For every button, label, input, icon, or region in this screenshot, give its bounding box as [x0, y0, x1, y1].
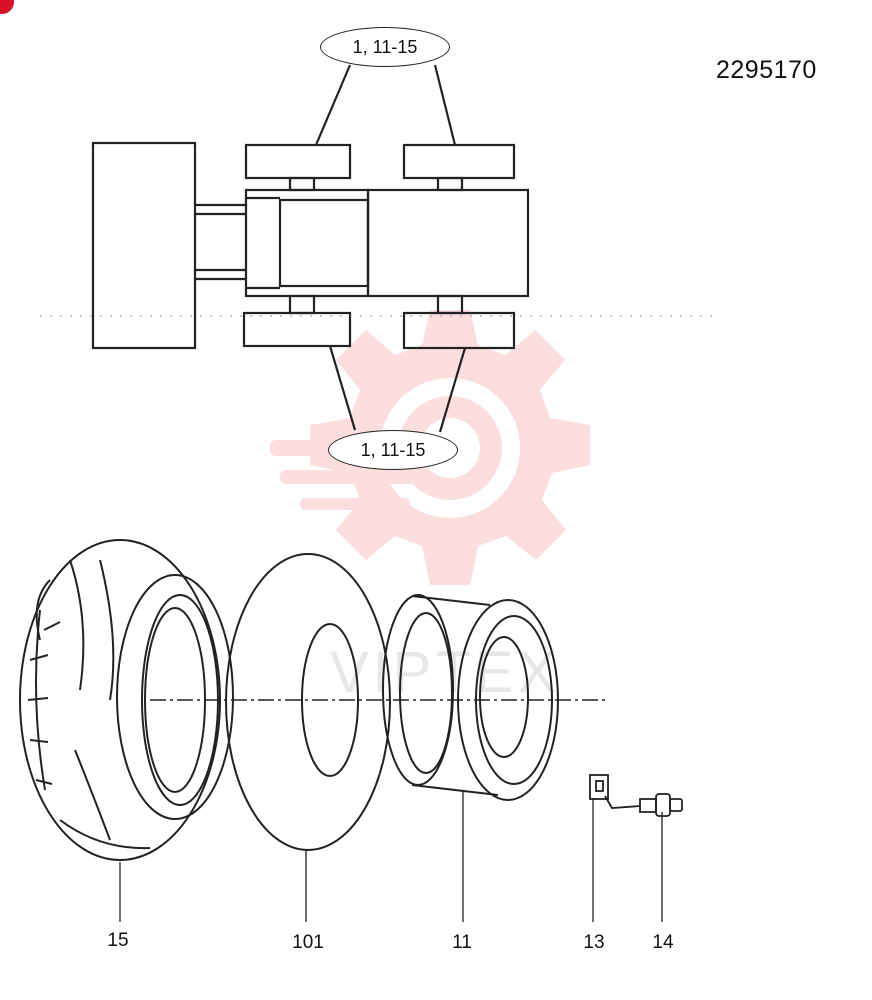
leader-lines: [119, 790, 663, 922]
callout-top: 1, 11-15: [320, 27, 450, 67]
tyre-drawing: [19, 539, 234, 861]
part-number-14: 14: [652, 932, 674, 953]
front-attachment: [91, 141, 197, 350]
rear-frame: [366, 188, 530, 298]
wheel-rear-left: [402, 143, 516, 180]
valve-drawing: [589, 774, 683, 817]
tube-drawing: [225, 553, 391, 851]
part-number-11: 11: [452, 932, 472, 953]
wheel-front-left: [244, 143, 352, 180]
machine-top-view: [91, 64, 530, 433]
part-number-15: 15: [107, 930, 129, 951]
front-frame: [244, 188, 370, 298]
part-number-101: 101: [292, 932, 324, 953]
drawing-number: 2295170: [716, 56, 817, 84]
wheel-front-right: [242, 311, 352, 348]
part-number-13: 13: [583, 932, 605, 953]
callout-bottom: 1, 11-15: [328, 430, 458, 470]
